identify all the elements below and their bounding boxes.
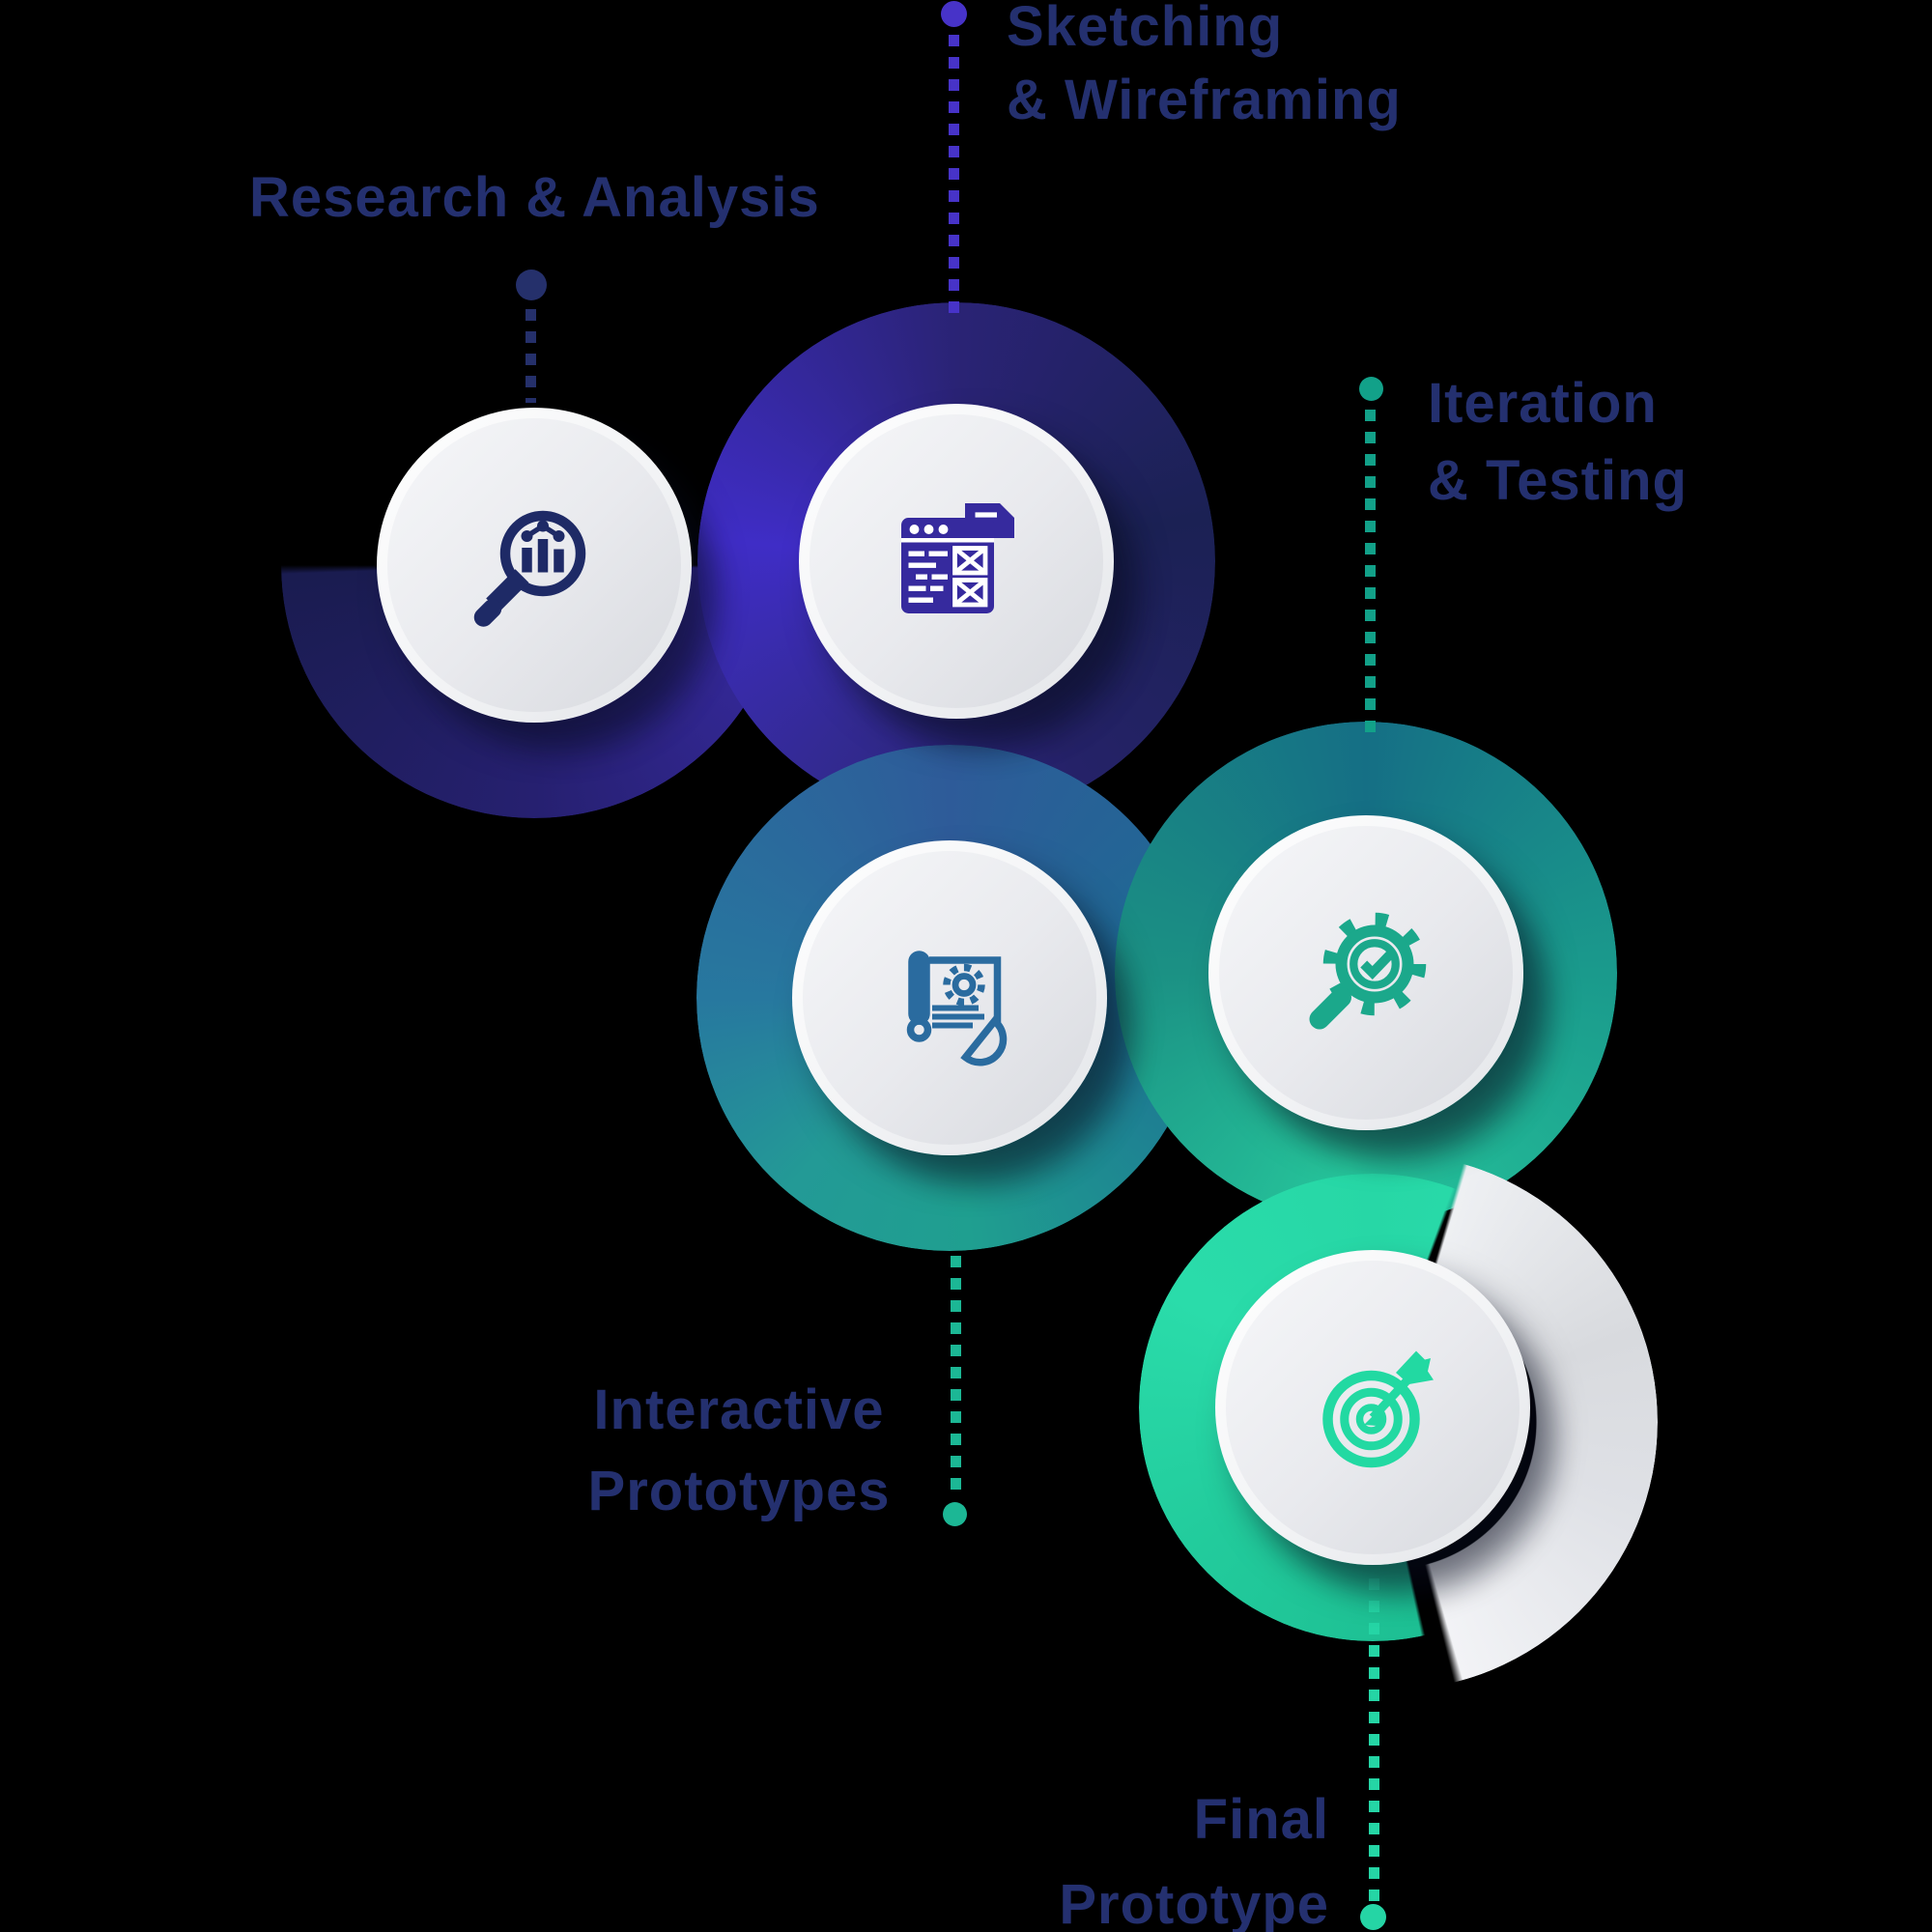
label-iteration-testing: Iteration & Testing <box>1428 372 1688 512</box>
blueprint-scroll-icon <box>906 951 1008 1066</box>
dotted-line-final <box>1369 1578 1379 1901</box>
connector-dot-research <box>516 270 547 300</box>
stage-circle-prototypes <box>792 840 1107 1155</box>
stage-circle-iteration <box>1208 815 1523 1130</box>
dotted-line-iteration <box>1365 410 1376 742</box>
wireframe-browser-icon <box>901 503 1014 613</box>
label-research-analysis: Research & Analysis <box>249 166 820 229</box>
connector-dot-sketching <box>941 1 967 27</box>
stage-circle-research <box>377 408 692 723</box>
dotted-line-sketching <box>949 35 959 313</box>
stage-circle-final <box>1215 1250 1530 1565</box>
gear-check-magnifier-icon <box>1309 912 1427 1030</box>
label-final-prototype: Final Prototype <box>1059 1788 1329 1932</box>
connector-dot-final <box>1360 1904 1386 1930</box>
target-arrow-icon <box>1322 1350 1434 1468</box>
connector-dot-iteration <box>1359 377 1383 401</box>
dotted-line-research <box>526 309 536 403</box>
label-interactive-prototypes: Interactive Prototypes <box>587 1378 891 1522</box>
connector-dot-prototypes <box>943 1502 967 1526</box>
dotted-line-prototypes <box>951 1256 961 1499</box>
stage-circle-sketching <box>799 404 1114 719</box>
search-analytics-icon <box>473 510 586 627</box>
label-sketching-wireframing: Sketching & Wireframing <box>1007 0 1402 131</box>
